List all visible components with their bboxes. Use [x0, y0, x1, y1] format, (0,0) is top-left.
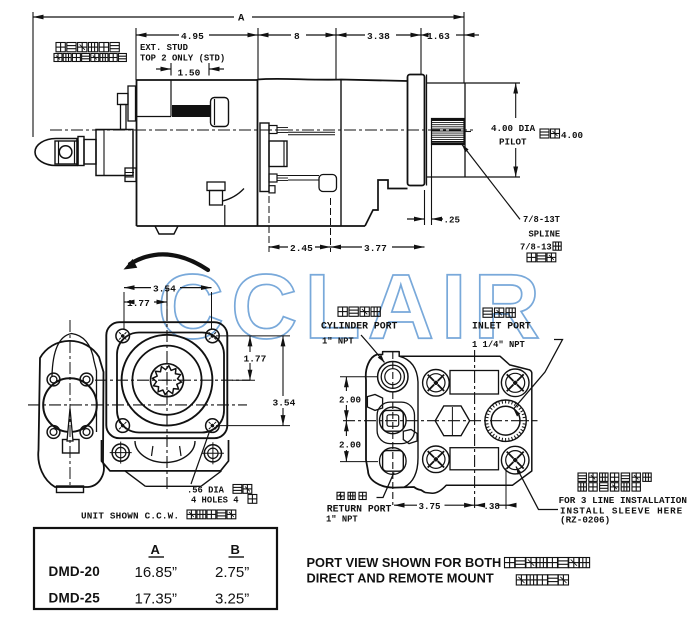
svg-text:3.38: 3.38 [367, 31, 390, 42]
svg-text:.38: .38 [483, 501, 500, 512]
svg-text:PILOT: PILOT [499, 137, 527, 148]
svg-text:DMD-25: DMD-25 [49, 591, 101, 606]
svg-text:1" NPT: 1" NPT [322, 337, 354, 347]
svg-text:3.25”: 3.25” [215, 591, 249, 608]
svg-text:3.54: 3.54 [153, 283, 176, 294]
svg-text:.25: .25 [444, 214, 461, 225]
svg-text:4 HOLES 4: 4 HOLES 4 [191, 496, 239, 506]
svg-text:B: B [231, 542, 240, 557]
svg-text:1.77: 1.77 [127, 298, 150, 309]
svg-text:1 1/4" NPT: 1 1/4" NPT [472, 340, 526, 350]
svg-text:1.63: 1.63 [427, 31, 450, 42]
svg-text:DMD-20: DMD-20 [49, 564, 100, 579]
svg-text:A: A [238, 13, 245, 25]
svg-text:2.00: 2.00 [339, 395, 361, 406]
svg-text:7/8-13T: 7/8-13T [523, 215, 561, 225]
svg-text:16.85”: 16.85” [135, 564, 178, 581]
svg-text:1.50: 1.50 [178, 68, 201, 79]
svg-text:3.54: 3.54 [273, 398, 296, 409]
svg-text:2.45: 2.45 [290, 243, 313, 254]
svg-text:A: A [151, 542, 161, 557]
svg-text:INLET PORT: INLET PORT [472, 321, 531, 332]
svg-text:PORT VIEW SHOWN FOR BOTH: PORT VIEW SHOWN FOR BOTH [307, 555, 502, 570]
svg-text:3.75: 3.75 [419, 501, 442, 512]
svg-text:3.77: 3.77 [364, 243, 387, 254]
svg-text:TOP 2 ONLY (STD): TOP 2 ONLY (STD) [140, 54, 225, 64]
svg-text:4.00: 4.00 [561, 130, 583, 141]
svg-text:4.95: 4.95 [181, 31, 204, 42]
svg-text:FOR 3 LINE INSTALLATION: FOR 3 LINE INSTALLATION [559, 495, 687, 506]
svg-text:1.77: 1.77 [244, 354, 267, 365]
svg-text:1" NPT: 1" NPT [326, 515, 358, 525]
svg-text:2.75”: 2.75” [215, 564, 249, 581]
svg-text:8: 8 [294, 31, 300, 42]
svg-text:EXT. STUD: EXT. STUD [140, 43, 188, 53]
svg-text:(RZ-0206): (RZ-0206) [560, 515, 610, 526]
svg-text:UNIT SHOWN C.C.W.: UNIT SHOWN C.C.W. [81, 511, 179, 522]
svg-text:SPLINE: SPLINE [529, 230, 561, 240]
svg-text:DIRECT AND REMOTE MOUNT: DIRECT AND REMOTE MOUNT [307, 570, 494, 585]
svg-text:4.00 DIA: 4.00 DIA [491, 123, 536, 134]
svg-text:.56 DIA: .56 DIA [187, 486, 225, 496]
svg-text:2.00: 2.00 [339, 440, 361, 451]
svg-text:17.35”: 17.35” [135, 591, 178, 608]
svg-text:INSTALL SLEEVE HERE: INSTALL SLEEVE HERE [560, 506, 683, 517]
svg-text:7/8-13: 7/8-13 [520, 243, 552, 253]
svg-text:CYLINDER PORT: CYLINDER PORT [321, 320, 398, 331]
svg-text:RETURN PORT: RETURN PORT [327, 503, 392, 514]
